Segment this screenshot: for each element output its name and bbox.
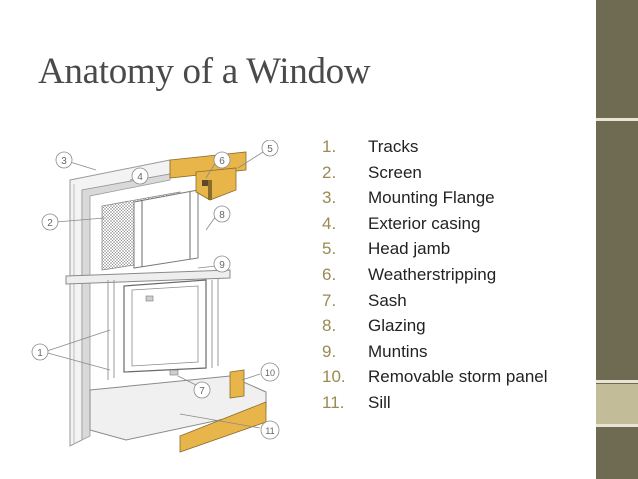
callout-2: 2 [41, 213, 59, 231]
band-stripe [596, 118, 638, 121]
band-accent-block [596, 384, 638, 424]
svg-text:10: 10 [265, 368, 275, 378]
list-label: Exterior casing [368, 213, 481, 233]
svg-text:5: 5 [267, 144, 273, 155]
list-number: 11. [322, 392, 345, 412]
list-number: 8. [322, 316, 337, 336]
list-item: 2. Screen [322, 160, 548, 186]
list-item: 9. Muntins [322, 339, 548, 365]
svg-text:4: 4 [137, 172, 143, 183]
list-label: Muntins [368, 341, 428, 361]
svg-text:8: 8 [219, 210, 225, 221]
svg-text:2: 2 [47, 218, 53, 229]
list-number: 10. [322, 367, 346, 387]
list-label: Head jamb [368, 239, 451, 259]
list-label: Screen [368, 162, 422, 182]
callout-9: 9 [213, 255, 231, 273]
list-number: 6. [322, 264, 337, 284]
list-number: 2. [322, 162, 337, 182]
parts-list: 1. Tracks 2. Screen 3. Mounting Flange 4. Ex… [322, 134, 548, 416]
list-label: Mounting Flange [368, 188, 495, 208]
svg-text:3: 3 [61, 156, 67, 167]
list-item: 3. Mounting Flange [322, 185, 548, 211]
band-stripe [596, 380, 638, 383]
list-item: 6. Weatherstripping [322, 262, 548, 288]
decorative-side-band [596, 0, 638, 479]
callout-11: 11 [260, 420, 280, 440]
list-number: 4. [322, 213, 337, 233]
svg-text:1: 1 [37, 348, 43, 359]
svg-text:11: 11 [265, 426, 274, 436]
band-stripe [596, 424, 638, 427]
list-item: 4. Exterior casing [322, 211, 548, 237]
list-number: 7. [322, 290, 337, 310]
list-label: Sash [368, 290, 407, 310]
list-item: 1. Tracks [322, 134, 548, 160]
list-item: 11. Sill [322, 390, 548, 416]
list-number: 1. [322, 137, 337, 156]
slide-title: Anatomy of a Window [38, 51, 371, 92]
list-item: 10. Removable storm panel [322, 364, 548, 390]
callout-4: 4 [131, 167, 149, 185]
list-number: 9. [322, 341, 337, 361]
list-number: 5. [322, 239, 337, 259]
removable-storm-panel [229, 369, 245, 399]
meeting-rail [65, 269, 231, 285]
list-label: Removable storm panel [368, 367, 548, 387]
list-label: Sill [368, 392, 391, 412]
slide: Anatomy of a Window 1. Tracks 2. Screen 3.… [31, 51, 548, 453]
svg-text:6: 6 [219, 156, 225, 167]
window-cutaway-diagram: 1 2 3 4 5 6 7 8 [31, 140, 280, 453]
callout-7: 7 [193, 381, 211, 399]
list-item: 5. Head jamb [322, 236, 548, 262]
svg-text:9: 9 [219, 260, 225, 271]
list-item: 8. Glazing [322, 313, 548, 339]
list-number: 3. [322, 188, 337, 208]
callout-5: 5 [261, 140, 279, 157]
tracks [107, 278, 219, 380]
callout-1: 1 [31, 343, 49, 361]
svg-text:7: 7 [199, 386, 205, 397]
list-item: 7. Sash [322, 288, 548, 314]
callout-3: 3 [55, 151, 73, 169]
callout-6: 6 [213, 151, 231, 169]
list-label: Weatherstripping [368, 264, 497, 284]
head-jamb [169, 151, 247, 201]
upper-glass [133, 189, 199, 269]
list-label: Glazing [368, 316, 426, 336]
callout-10: 10 [260, 362, 280, 382]
callout-8: 8 [213, 205, 231, 223]
list-label: Tracks [368, 137, 419, 156]
